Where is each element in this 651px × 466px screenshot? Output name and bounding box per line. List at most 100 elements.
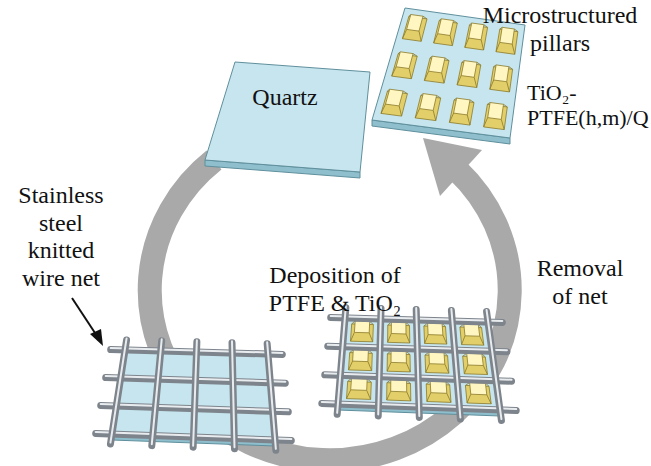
pillar-top: [386, 89, 404, 106]
plates: [96, 8, 525, 450]
pillar-edge: [349, 361, 353, 370]
pillar-edge: [367, 390, 371, 399]
pillar-edge: [480, 336, 484, 345]
wire-highlight: [110, 338, 126, 442]
pillar-edge: [467, 115, 470, 125]
pillar-edge: [347, 390, 351, 399]
pillar-edge: [387, 362, 391, 371]
pillar-edge: [403, 91, 407, 94]
pillar-top: [351, 378, 368, 390]
pillar-edge: [464, 365, 468, 374]
pillar-top: [438, 19, 454, 36]
wire-highlight: [193, 340, 197, 445]
pillar-top: [467, 353, 484, 365]
pillar-edge: [445, 58, 449, 61]
pillar-edge: [415, 109, 419, 118]
pillar-edge: [369, 333, 373, 342]
pillar-edge: [447, 393, 451, 402]
pillar-edge: [507, 82, 510, 92]
leader-line: [72, 298, 97, 336]
pillar-edge: [402, 29, 406, 38]
pillar-edge: [467, 394, 471, 403]
pillar-edge: [501, 119, 504, 129]
pillar-edge: [425, 335, 429, 344]
pillar-top: [354, 321, 369, 333]
pillar-edge: [351, 332, 355, 341]
pillar-edge: [477, 62, 481, 65]
pillar-top: [353, 350, 369, 362]
pillar-edge: [437, 95, 441, 98]
pillar-top: [391, 322, 406, 334]
pillar-top: [470, 383, 487, 395]
pillar-edge: [512, 44, 515, 54]
step-label: Deposition of PTFE & TiO₂: [250, 262, 420, 317]
pillar-top: [428, 323, 443, 335]
pillar-top: [429, 352, 445, 364]
wire-highlight: [451, 309, 460, 418]
net-with-deposit: [322, 306, 516, 420]
pillar-edge: [419, 31, 421, 41]
pillar-edge: [413, 54, 417, 57]
pillar-edge: [381, 104, 385, 113]
pillar-edge: [465, 38, 469, 47]
pillar-top: [500, 27, 515, 44]
pillar-edge: [388, 334, 392, 343]
pillar-edge: [442, 73, 444, 83]
sample-label: TiO₂-PTFE(h,m)/Q: [527, 80, 649, 131]
pillar-top: [430, 381, 447, 393]
pillar-edge: [427, 393, 431, 402]
pillar-sample: [372, 8, 525, 144]
pillar-edge: [445, 364, 449, 373]
pillar-edge: [434, 34, 438, 43]
pillar-top: [461, 61, 477, 78]
knitted-net: [96, 338, 292, 450]
pillar-edge: [462, 336, 465, 345]
pillar-edge: [424, 71, 428, 80]
pillar-edge: [457, 76, 461, 85]
step-label: Removal of net: [530, 255, 630, 310]
pillar-top: [391, 380, 407, 392]
pillar-edge: [392, 67, 396, 76]
pillar-edge: [423, 16, 427, 19]
pillar-edge: [449, 113, 453, 122]
pillar-edge: [514, 29, 518, 32]
pillar-edge: [368, 362, 372, 371]
wire-highlight: [487, 310, 502, 419]
wire-highlight: [267, 342, 276, 449]
pillar-top: [420, 94, 437, 111]
pillar-edge: [453, 20, 457, 23]
pillar-edge: [450, 35, 452, 45]
quartz-substrate: Quartz: [200, 58, 375, 183]
pillar-top: [464, 324, 480, 336]
wire-highlight: [337, 306, 346, 413]
pillar-top: [391, 351, 406, 363]
wire-highlight: [416, 308, 419, 416]
material-label: Stainless steel knitted wire net: [6, 182, 116, 292]
pillar-edge: [496, 42, 500, 51]
pillar-top: [407, 15, 423, 32]
pillar-top: [494, 65, 509, 82]
leader-arrowhead: [90, 329, 103, 346]
pillar-edge: [481, 40, 483, 50]
pillar-edge: [387, 391, 391, 400]
pillar-edge: [474, 77, 477, 87]
pillar-top: [429, 56, 445, 73]
pillar-top: [396, 52, 413, 69]
wire-highlight: [232, 341, 234, 447]
pillar-edge: [509, 67, 513, 70]
pillar-edge: [490, 80, 494, 89]
plate-outline: [200, 58, 375, 183]
pillar-edge: [503, 104, 507, 107]
pillar-edge: [470, 100, 474, 103]
pillar-edge: [484, 118, 488, 127]
pillar-edge: [409, 69, 411, 79]
cycle-arrowhead: [423, 138, 482, 196]
pillar-top: [469, 23, 484, 40]
pillar-edge: [399, 106, 401, 116]
pillar-top: [454, 98, 470, 115]
pillar-edge: [483, 365, 487, 374]
wire-highlight: [378, 307, 381, 414]
pillar-edge: [433, 110, 436, 120]
pillar-edge: [406, 334, 410, 343]
pillar-edge: [426, 364, 430, 373]
